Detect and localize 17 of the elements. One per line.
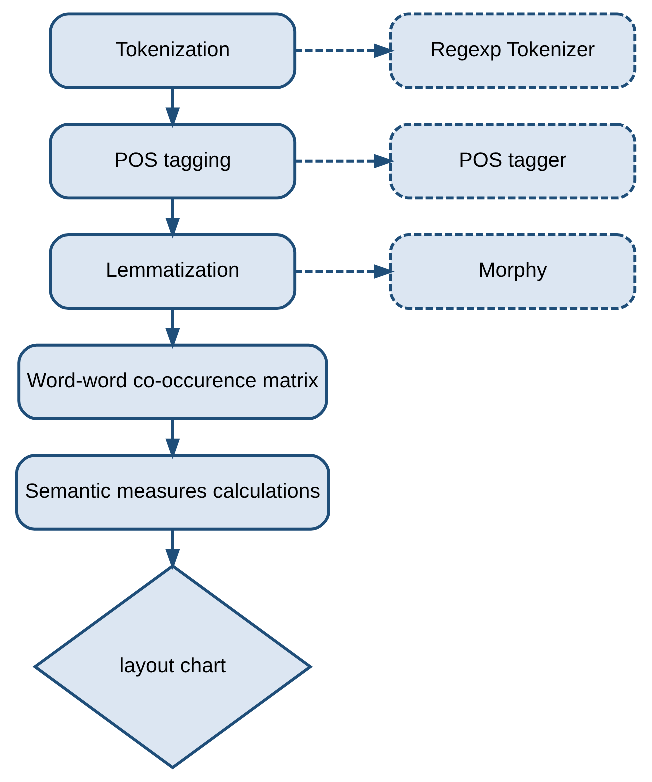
node-box: Tokenization xyxy=(49,12,297,90)
arrow xyxy=(166,88,180,128)
node-box: Regexp Tokenizer xyxy=(389,12,637,90)
node-box: Semantic measures calculations xyxy=(15,454,330,531)
arrow xyxy=(295,264,395,279)
node-box: POS tagging xyxy=(49,123,297,200)
arrow xyxy=(166,309,180,350)
node-box: POS tagger xyxy=(389,123,637,200)
node-box: Word-word co-occurence matrix xyxy=(18,344,328,420)
arrow xyxy=(295,44,395,58)
node-box: Lemmatization xyxy=(49,234,297,310)
arrow xyxy=(295,154,395,169)
arrow xyxy=(166,530,180,570)
node-box: Morphy xyxy=(389,234,637,310)
arrow xyxy=(166,419,180,460)
node-diamond: layout chart xyxy=(32,564,314,770)
arrow xyxy=(166,198,180,239)
